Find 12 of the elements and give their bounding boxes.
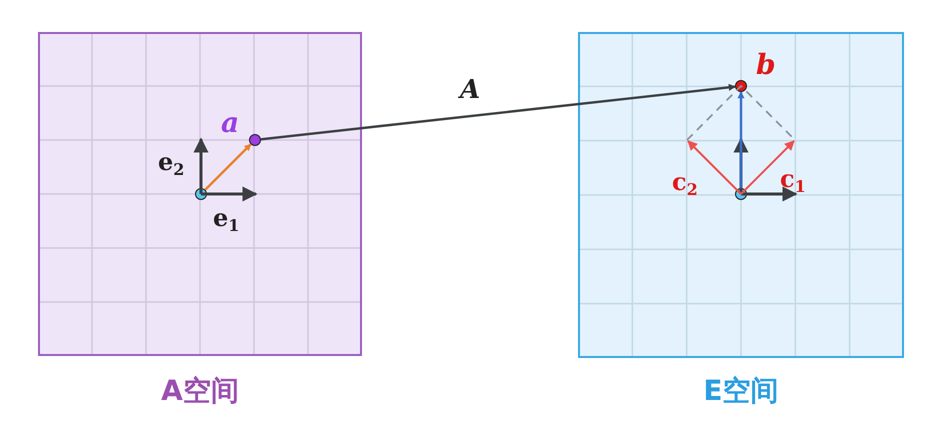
vector-label: e$_{1}$ (213, 206, 240, 234)
point-label: b (756, 51, 776, 79)
vector-label: c$_{2}$ (672, 170, 698, 198)
arrow (260, 84, 736, 141)
space-title: E空间 (702, 373, 780, 409)
arrow (738, 91, 744, 188)
vector-label: c$_{1}$ (780, 167, 806, 195)
arrow (204, 143, 252, 191)
point-label: a (221, 109, 240, 137)
vector-label: e$_{2}$ (158, 150, 184, 178)
edge-label: A (460, 77, 480, 103)
space-title: A空间 (160, 373, 240, 409)
